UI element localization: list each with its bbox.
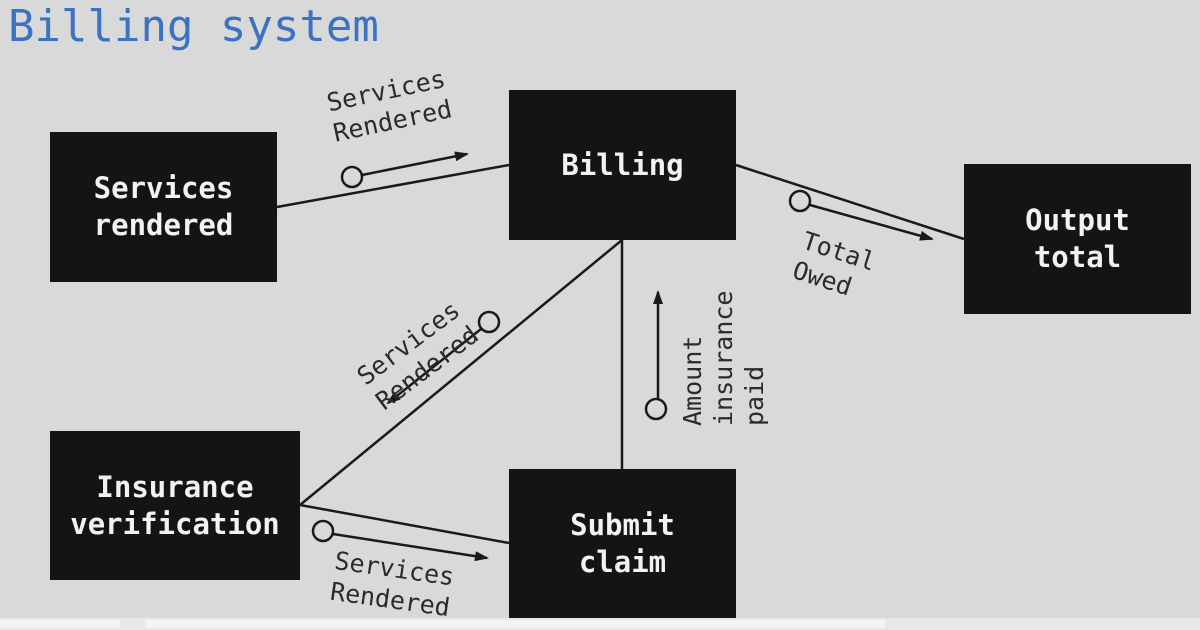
flow-arrow-insurance-to-submit	[311, 519, 489, 562]
connector-lines	[276, 163, 965, 545]
flow-arrow-billing-to-output	[788, 189, 934, 241]
flow-arrow-submit-to-billing	[644, 290, 668, 421]
bottom-strip-segment	[145, 620, 240, 628]
node-output-total: Output total	[964, 164, 1191, 314]
node-services-rendered-label: Services rendered	[93, 171, 234, 242]
node-submit-claim-label: Submit claim	[570, 508, 675, 579]
line-billing-insurance	[299, 239, 623, 506]
flow-arrow-billing-to-insurance	[386, 310, 501, 405]
node-services-rendered: Services rendered	[50, 132, 277, 282]
node-insurance-verification-label: Insurance verification	[70, 469, 280, 541]
flow-arrow-services-to-billing	[340, 151, 469, 189]
bottom-strip-segment	[0, 620, 120, 628]
node-output-total-label: Output total	[1025, 203, 1130, 274]
flow-label-submit-to-billing: Amount insurance paid	[678, 290, 769, 426]
node-billing: Billing	[509, 90, 736, 240]
bottom-strip-segment	[240, 620, 885, 628]
node-submit-claim: Submit claim	[509, 469, 736, 619]
page-title: Billing system	[8, 1, 379, 52]
line-insurance-submit	[299, 503, 510, 545]
bottom-strip	[0, 618, 1200, 630]
line-billing-output	[735, 163, 965, 241]
line-services-billing	[276, 163, 510, 209]
node-billing-label: Billing	[561, 147, 684, 182]
node-insurance-verification: Insurance verification	[50, 431, 300, 580]
